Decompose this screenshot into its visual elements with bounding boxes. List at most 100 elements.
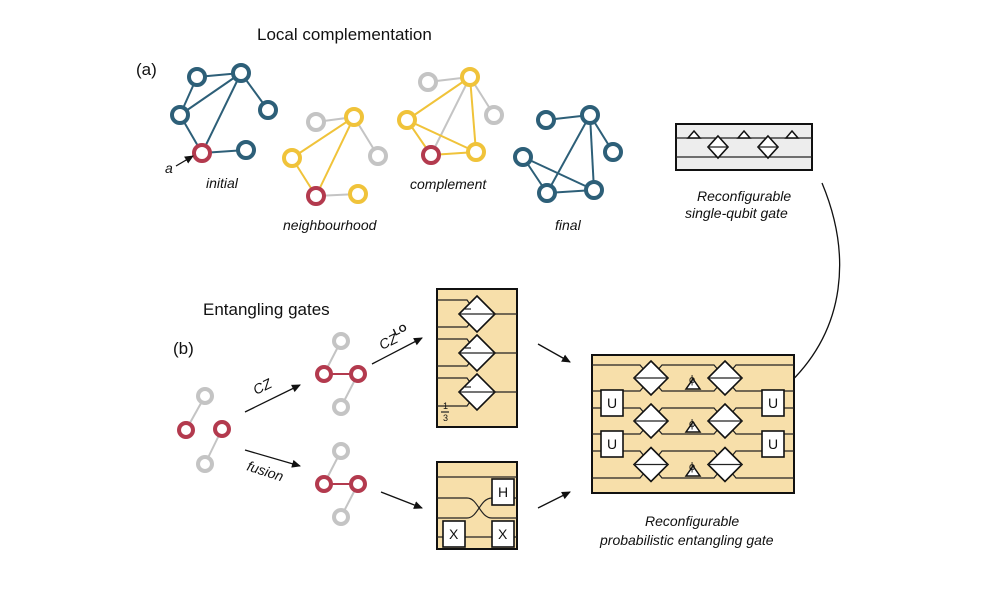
node-a-label: a [165,160,173,176]
probabilistic-phaseshifters [684,377,702,477]
arrow-icon [244,384,301,413]
graph-node [603,142,623,162]
probabilistic-waveguides [592,364,794,479]
panel-a: Local complementation (a) a initial [136,25,841,391]
probabilistic-caption-1: Reconfigurable [645,513,739,529]
graph-node [332,508,350,526]
hadamard-gate [491,478,515,506]
label-neighbourhood: neighbourhood [283,217,378,233]
edge [179,72,242,116]
hadamard-label: H [498,484,508,500]
waveguide [592,450,794,466]
triangle-phaseshifter-icon [684,420,702,433]
graph-node [537,183,557,203]
graph-node [282,148,302,168]
probabilistic-beamsplitters [632,359,744,483]
panel-b-label: (b) [173,339,194,358]
edge [291,116,355,159]
graph-node [368,146,388,166]
fusion-chip: H X X [436,461,518,550]
graph-node [580,105,600,125]
edge [469,76,477,153]
edge [522,156,595,191]
label-complement: complement [410,176,487,192]
label-czlo: CZ LO [376,322,410,353]
graph-node [418,72,438,92]
label-cz: CZ [250,375,274,398]
panel-a-label: (a) [136,60,157,79]
label-czlo-sup: LO [392,322,410,338]
graph-complement: complement [397,67,504,192]
graph-node [513,147,533,167]
single-qubit-caption-2: single-qubit gate [685,205,788,221]
arrow-icon [781,182,841,391]
waveguide [592,377,794,392]
u-gate-top-right [761,389,785,417]
graph-cz [315,332,367,416]
graph-node-a [192,143,212,163]
triangle-phaseshifter-icon [684,377,702,390]
edge [315,116,355,197]
u-gate-label: U [768,395,778,411]
label-final: final [555,217,582,233]
graph-node [196,455,214,473]
x-gate-right-label: X [498,526,508,542]
arrow-icon [244,449,301,468]
local-complementation-title: Local complementation [257,25,432,44]
graph-node [484,105,504,125]
u-gate-top-left [600,389,624,417]
waveguide [592,407,794,422]
triangle-phaseshifter-icon [736,129,752,139]
graph-node [258,100,278,120]
edge [406,119,477,153]
label-initial: initial [206,175,239,191]
graph-node-a [306,186,326,206]
u-gate-bottom-right [761,430,785,458]
u-gate-label: U [768,436,778,452]
arrow-icon [175,155,194,167]
graph-node [344,107,364,127]
graph-node [466,142,486,162]
phi-label: ϕ [689,418,695,430]
arrow-icon [371,337,423,365]
graph-node [236,140,256,160]
graph-node [196,387,214,405]
triangle-phaseshifter-icon [686,129,702,139]
graph-node [349,475,367,493]
phi-label: ϕ [689,374,695,386]
graph-node [348,184,368,204]
x-gate-left-label: X [449,526,459,542]
panel-b: Entangling gates (b) CZ fusion [173,288,795,550]
graph-node-a [421,145,441,165]
graph-node [397,110,417,130]
graph-node [315,365,333,383]
label-fusion: fusion [245,458,286,485]
graph-node [332,398,350,416]
graph-initial: a initial [165,63,278,191]
czlo-chip: 1 3 [436,288,518,428]
graph-node [306,112,326,132]
graph-node [332,442,350,460]
graph-node [315,475,333,493]
edge [406,76,471,121]
edge [546,114,591,194]
graph-input [177,387,231,473]
arrow-icon [537,343,571,363]
triangle-phaseshifter-icon [684,464,702,477]
arrow-icon [537,491,571,509]
probabilistic-caption-2: probabilistic entangling gate [599,532,774,548]
label-czlo-base: CZ [376,330,400,353]
arrow-icon [380,491,423,509]
graph-fusion [315,442,367,526]
graph-node [460,67,480,87]
graph-node [536,110,556,130]
edge [589,114,595,191]
graph-node [170,105,190,125]
graph-neighbourhood: neighbourhood [282,107,388,233]
probabilistic-gate: U U U U ϕ ϕ ϕ Reconfigurable probabilist… [591,354,795,548]
u-gate-label: U [607,395,617,411]
edge [201,72,242,154]
graph-final: final [513,105,623,233]
graph-node [213,420,231,438]
waveguide [592,420,794,435]
